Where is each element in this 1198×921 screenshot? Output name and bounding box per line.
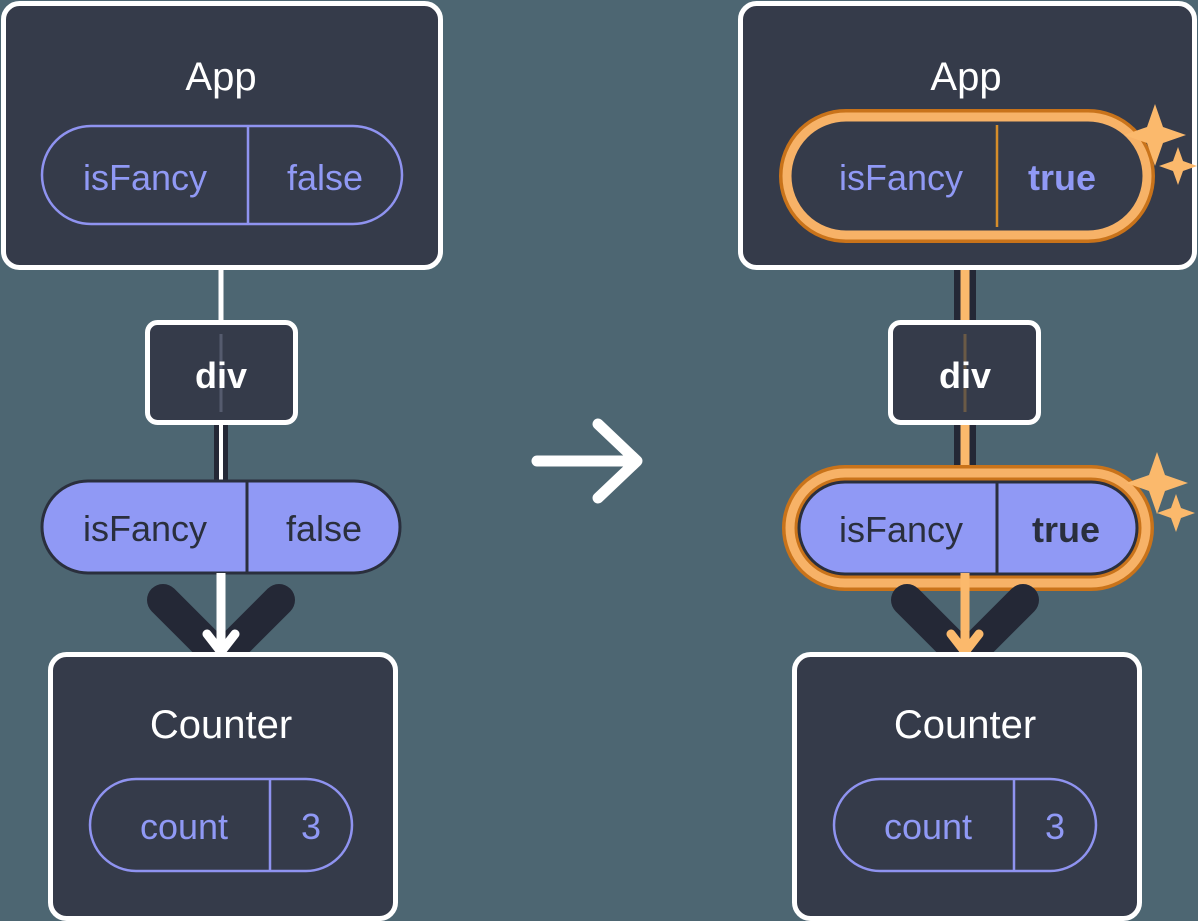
prop-key-after: isFancy [839, 509, 963, 550]
highlight-ring-inner [782, 112, 1152, 240]
counter-card-after [792, 652, 1142, 921]
counter-state-key-after: count [884, 806, 972, 847]
app-state-value-after: true [1028, 157, 1096, 198]
app-state-key-before: isFancy [83, 157, 207, 198]
sparkle-group-app [1124, 104, 1197, 185]
prop-pill-before: isFancy false [40, 479, 402, 575]
counter-card-before [48, 652, 398, 921]
app-card-before [1, 1, 443, 270]
sparkle-icon-large [1126, 452, 1188, 514]
pill-outline-shape [832, 777, 1098, 873]
app-title-before: App [185, 55, 256, 99]
app-state-key-after: isFancy [839, 157, 963, 198]
app-state-value-before: false [287, 157, 363, 198]
sparkle-icon-small [1159, 147, 1197, 185]
app-title-after: App [930, 55, 1001, 99]
sparkle-icon-small [1157, 494, 1195, 532]
counter-title-after: Counter [894, 703, 1036, 747]
arrow-right-icon-head [592, 418, 643, 504]
app-state-pill-after: isFancy true [779, 109, 1155, 243]
prop-key-before: isFancy [83, 508, 207, 549]
app-state-pill-before: isFancy false [40, 124, 404, 226]
counter-state-value-after: 3 [1045, 806, 1065, 847]
prop-value-after: true [1032, 509, 1100, 550]
div-node-after: div [888, 320, 1041, 425]
sparkle-icon-large [1124, 104, 1186, 166]
prop-value-before: false [286, 508, 362, 549]
pill-outline-shape [40, 124, 404, 226]
render-arrow-before [147, 573, 295, 674]
counter-state-pill-before: count 3 [88, 777, 354, 873]
panel-after: App isFancy true div isFancy true [738, 1, 1197, 921]
counter-state-key-before: count [140, 806, 228, 847]
div-label-after: div [939, 355, 991, 396]
div-node-before: div [145, 320, 298, 425]
panel-before: App isFancy false div isFancy false [1, 1, 443, 921]
counter-title-before: Counter [150, 703, 292, 747]
prop-pill-after: isFancy true [782, 465, 1154, 591]
counter-state-value-before: 3 [301, 806, 321, 847]
counter-state-pill-after: count 3 [832, 777, 1098, 873]
transition-arrow [531, 418, 643, 504]
pill-outline-shape [88, 777, 354, 873]
div-label-before: div [195, 355, 247, 396]
sparkle-group-prop [1126, 452, 1195, 532]
